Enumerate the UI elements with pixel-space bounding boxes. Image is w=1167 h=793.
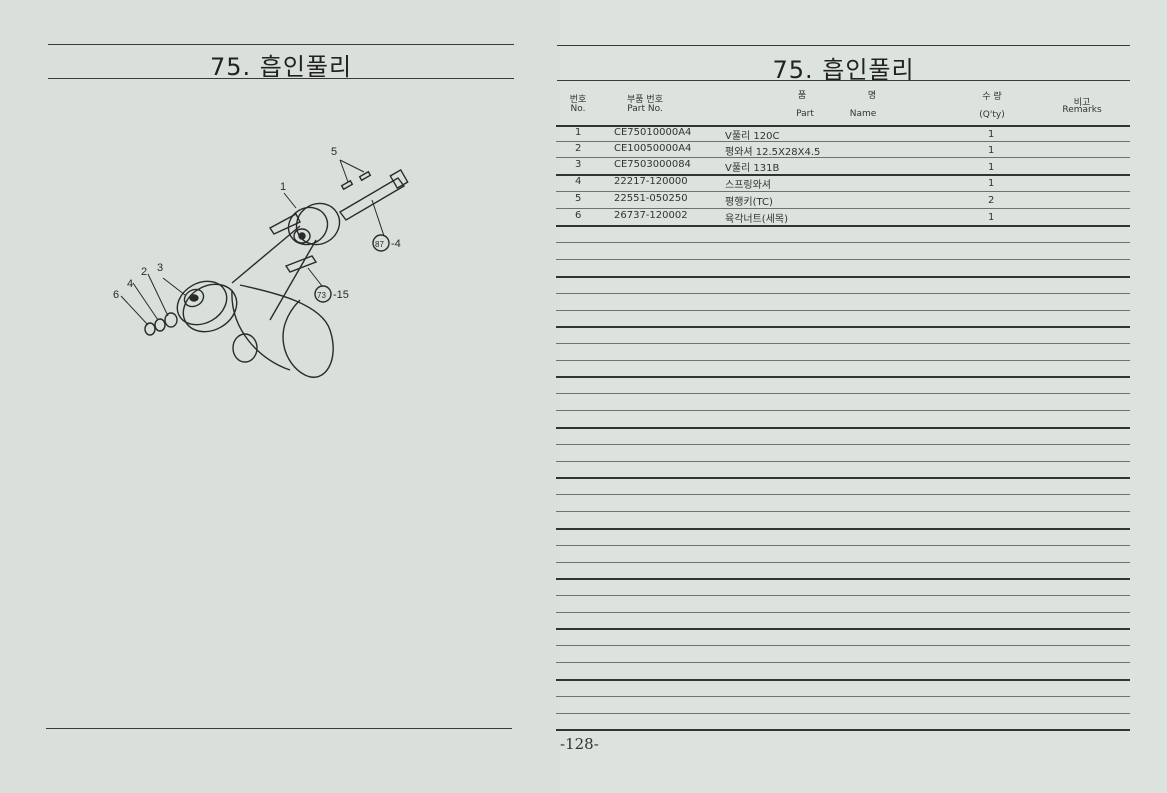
- row-qty: 1: [988, 212, 995, 223]
- page-title-right: 75. 흡인풀리: [772, 56, 915, 84]
- header-partno-en: Part No.: [627, 104, 663, 114]
- rule: [556, 225, 1130, 227]
- row-name: 평와셔 12.5X28X4.5: [725, 147, 821, 158]
- rule: [556, 679, 1130, 681]
- rule: [556, 662, 1130, 663]
- rule: [556, 191, 1130, 192]
- row-part-no: 22551-050250: [614, 193, 688, 204]
- row-no: 3: [575, 159, 582, 170]
- rule: [556, 612, 1130, 613]
- header-qty-kr: 수 량: [982, 92, 1002, 102]
- rule: [556, 310, 1130, 311]
- rule: [556, 461, 1130, 462]
- callout-6: 6: [113, 289, 119, 301]
- callout-ref-73: 73: [317, 291, 326, 300]
- rule: [556, 696, 1130, 697]
- page-number: -128-: [560, 735, 599, 753]
- rule: [556, 276, 1130, 278]
- rule: [556, 628, 1130, 630]
- callout-ref-73-suffix: -15: [333, 289, 349, 301]
- row-no: 4: [575, 176, 582, 187]
- title-top-rule: [48, 44, 514, 45]
- rule: [556, 376, 1130, 378]
- rule: [556, 729, 1130, 731]
- row-name: V풀리 120C: [725, 131, 780, 142]
- rule: [556, 713, 1130, 714]
- rule: [556, 578, 1130, 580]
- rule: [556, 360, 1130, 361]
- rule: [556, 326, 1130, 328]
- callout-5: 5: [331, 146, 337, 158]
- rule: [556, 259, 1130, 260]
- row-name: 육각너트(세목): [725, 214, 789, 225]
- row-no: 5: [575, 193, 582, 204]
- row-part-no: 22217-120000: [614, 176, 688, 187]
- rule: [556, 141, 1130, 142]
- row-qty: 1: [988, 145, 995, 156]
- rule: [556, 444, 1130, 445]
- rule: [556, 427, 1130, 429]
- callout-3: 3: [157, 262, 163, 274]
- row-qty: 1: [988, 162, 995, 173]
- rule: [556, 511, 1130, 512]
- row-qty: 1: [988, 178, 995, 189]
- row-name: 스프링와셔: [725, 180, 771, 191]
- row-name: V풀리 131B: [725, 163, 780, 174]
- callout-1: 1: [280, 181, 286, 193]
- title-top-rule-right: [557, 45, 1130, 46]
- rule: [556, 545, 1130, 546]
- row-part-no: CE75010000A4: [614, 127, 692, 138]
- callout-ref-87-suffix: -4: [391, 238, 401, 250]
- title-bottom-rule-right: [557, 80, 1130, 81]
- header-name-en-2: Name: [849, 109, 877, 119]
- row-part-no: CE7503000084: [614, 159, 691, 170]
- rule: [556, 494, 1130, 495]
- row-qty: 2: [988, 195, 995, 206]
- rule: [556, 477, 1130, 479]
- callout-4: 4: [127, 278, 133, 290]
- rule: [556, 157, 1130, 158]
- rule: [556, 343, 1130, 344]
- rule: [556, 528, 1130, 530]
- right-page: [560, 0, 1167, 793]
- header-no-kr: 번호: [569, 95, 587, 105]
- rule: [556, 293, 1130, 294]
- header-remarks-kr: 비고: [1073, 98, 1091, 108]
- rule: [556, 242, 1130, 243]
- header-partno-kr: 부품 번호: [627, 95, 663, 105]
- rule: [556, 393, 1130, 394]
- header-name-kr-2: 명: [867, 91, 877, 101]
- rule: [556, 174, 1130, 176]
- footer-rule-left: [46, 728, 512, 729]
- page-title-left: 75. 흡인풀리: [209, 53, 353, 81]
- row-no: 2: [575, 143, 582, 154]
- header-no-en: No.: [570, 104, 586, 114]
- row-no: 6: [575, 210, 582, 221]
- row-name: 평행키(TC): [725, 197, 773, 208]
- rule: [556, 595, 1130, 596]
- callout-ref-87: 87: [375, 240, 384, 249]
- row-part-no: CE10050000A4: [614, 143, 692, 154]
- left-page: 75. 흡인풀리: [0, 0, 560, 793]
- rule: [556, 645, 1130, 646]
- row-no: 1: [575, 127, 582, 138]
- header-name-kr-1: 품: [797, 91, 807, 101]
- rule: [556, 562, 1130, 563]
- row-qty: 1: [988, 129, 995, 140]
- row-part-no: 26737-120002: [614, 210, 688, 221]
- rule: [556, 410, 1130, 411]
- header-remarks-en: Remarks: [1062, 105, 1102, 115]
- exploded-parts-diagram: 1 2 3 4 5 6 87 -4 73 -15: [113, 146, 409, 378]
- rule: [556, 208, 1130, 209]
- header-name-en-1: Part: [796, 109, 814, 119]
- header-qty-en: (Q'ty): [979, 110, 1005, 120]
- rule: [556, 125, 1130, 127]
- title-bottom-rule: [48, 78, 514, 79]
- callout-2: 2: [141, 266, 147, 278]
